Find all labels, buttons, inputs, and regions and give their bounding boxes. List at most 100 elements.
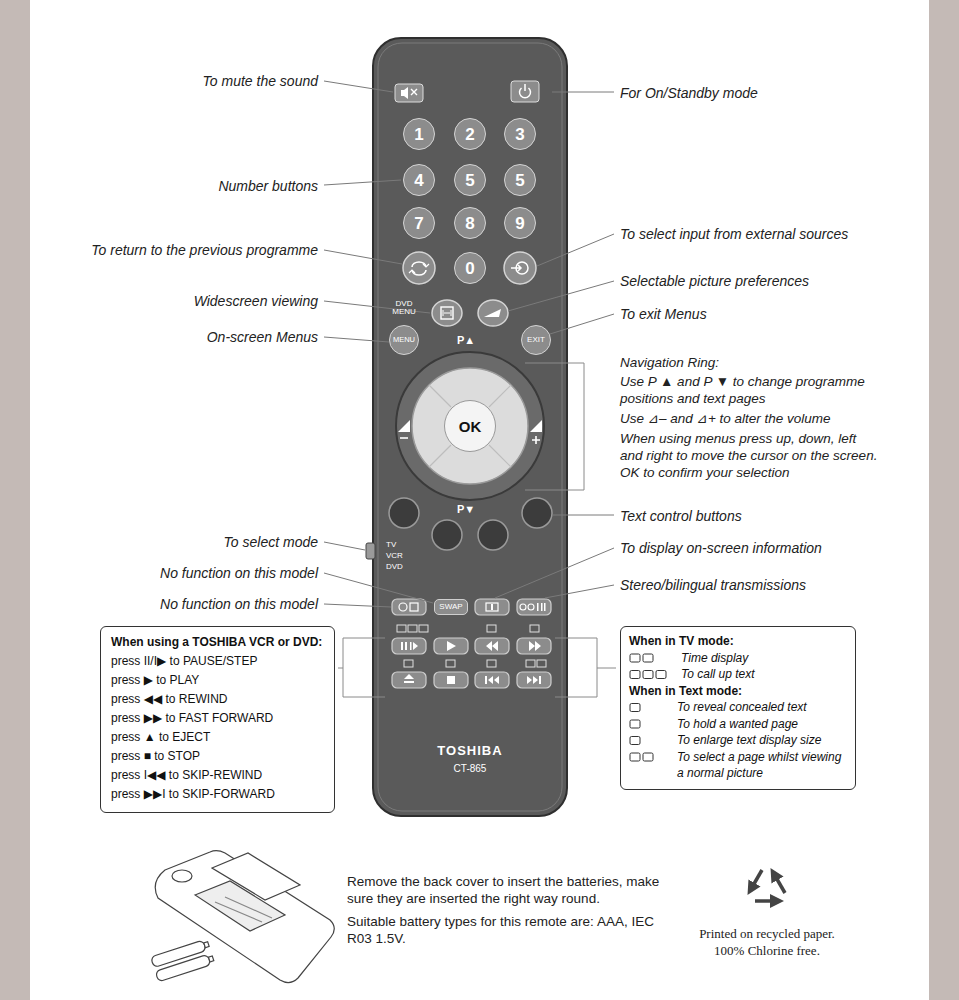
button-label: 0: [465, 260, 474, 277]
battery-note: Suitable battery types for this remote a…: [347, 913, 667, 947]
key-line: To reveal concealed text: [629, 699, 847, 716]
key-icon: [630, 654, 640, 662]
callout-label: Stereo/bilingual transmissions: [620, 576, 806, 594]
callout-label: To select mode: [224, 533, 318, 551]
exit-button: EXIT: [521, 325, 551, 355]
ok-button: OK: [444, 400, 496, 452]
button-label: 2: [465, 126, 474, 143]
key-icon: [630, 753, 640, 761]
power-button: [511, 81, 539, 102]
key-line: press ▶▶I to SKIP-FORWARD: [111, 785, 322, 804]
callout-label: To exit Menus: [620, 305, 707, 323]
mode-caption: VCR: [386, 552, 403, 560]
button-label: 5: [465, 172, 474, 189]
mute-button: [395, 84, 423, 102]
key-line: Time display: [629, 650, 847, 667]
callout-label: To display on-screen information: [620, 539, 822, 557]
callout-label: Number buttons: [218, 177, 318, 195]
button-label: 5: [515, 172, 524, 189]
callout-label: To select input from external sources: [620, 225, 848, 243]
battery-note: Remove the back cover to insert the batt…: [347, 873, 667, 907]
navigation-ring: [396, 352, 544, 500]
mode-caption: DVD: [386, 563, 403, 571]
housing-highlight: [378, 43, 562, 811]
button-label: 1: [414, 126, 423, 143]
model-number: CT-865: [454, 764, 487, 775]
mode-switch: [366, 543, 375, 559]
key-icon: [630, 671, 640, 679]
key-line: press ■ to STOP: [111, 747, 322, 766]
callout-label: Navigation Ring:: [620, 354, 719, 371]
brand-name: TOSHIBA: [437, 744, 502, 758]
key-line: press II/I▶ to PAUSE/STEP: [111, 652, 322, 671]
callout-label: To return to the previous programme: [91, 241, 318, 259]
key-line: press ◀◀ to REWIND: [111, 690, 322, 709]
key-icon: [643, 671, 653, 679]
number-button: 2: [454, 118, 486, 150]
text-key-box: When in TV mode:Time displayTo call up t…: [620, 626, 856, 790]
key-line: press ▲ to EJECT: [111, 728, 322, 747]
callout-label: When using menus press up, down, left an…: [620, 430, 878, 481]
key-icon: [630, 737, 640, 745]
battery-illustration: [151, 851, 335, 983]
channel-caption: P▼: [457, 504, 475, 516]
return-button: [403, 252, 435, 284]
print-note: Printed on recycled paper. 100% Chlorine…: [687, 925, 847, 959]
number-button: 7: [403, 207, 435, 239]
callout-label: Use P ▲ and P ▼ to change programme posi…: [620, 373, 878, 407]
picture-button: [478, 300, 508, 326]
number-button: 0: [454, 252, 486, 284]
number-button: 4: [403, 164, 435, 196]
key-icon: [656, 671, 666, 679]
page-edge: [0, 0, 30, 1000]
button-symbols: [399, 603, 546, 684]
leader-lines: [324, 81, 614, 607]
key-icon: [630, 704, 640, 712]
button-label: 8: [465, 215, 474, 232]
brackets: [338, 363, 616, 697]
callout-label: Selectable picture preferences: [620, 272, 809, 290]
key-icon: [643, 753, 653, 761]
button-label: EXIT: [527, 336, 545, 344]
transport-buttons: [392, 599, 551, 688]
menu-button: MENU: [389, 325, 419, 355]
box-heading: When in TV mode:: [629, 633, 847, 650]
callout-label: For On/Standby mode: [620, 84, 758, 102]
key-line: To enlarge text display size: [629, 732, 847, 749]
callout-label: No function on this model: [160, 595, 318, 613]
number-button: 8: [454, 207, 486, 239]
button-label: 7: [414, 215, 423, 232]
key-line: To hold a wanted page: [629, 716, 847, 733]
callout-label: Widescreen viewing: [194, 292, 318, 310]
button-label: 4: [414, 172, 423, 189]
key-line: To call up text: [629, 666, 847, 683]
box-heading: When using a TOSHIBA VCR or DVD:: [111, 633, 322, 652]
widescreen-button: [432, 300, 462, 326]
number-button: 3: [504, 118, 536, 150]
button-label: OK: [459, 419, 482, 434]
mode-caption: TV: [386, 541, 396, 549]
remote-body: DVD MENUP▲P▼TVVCRDVDTOSHIBACT-8651234557…: [373, 38, 567, 816]
swap-button: SWAP: [434, 599, 468, 615]
key-line: press I◀◀ to SKIP-REWIND: [111, 766, 322, 785]
input-button: [504, 252, 536, 284]
recycle-symbol: [751, 870, 785, 901]
vcr-dvd-key-box: When using a TOSHIBA VCR or DVD:press II…: [100, 626, 335, 813]
callout-label: No function on this model: [160, 564, 318, 582]
button-label: 3: [515, 126, 524, 143]
number-button: 5: [454, 164, 486, 196]
key-line: press ▶ to PLAY: [111, 671, 322, 690]
key-line: press ▶▶ to FAST FORWARD: [111, 709, 322, 728]
button-label: MENU: [393, 336, 415, 344]
button-label: SWAP: [439, 603, 462, 611]
number-button: 5: [504, 164, 536, 196]
number-button: 1: [403, 118, 435, 150]
callout-label: Text control buttons: [620, 507, 742, 525]
text-control-buttons: [389, 498, 552, 550]
key-icon: [643, 654, 653, 662]
button-label: 9: [515, 215, 524, 232]
callout-label: To mute the sound: [203, 72, 318, 90]
remote-housing: [373, 38, 567, 816]
